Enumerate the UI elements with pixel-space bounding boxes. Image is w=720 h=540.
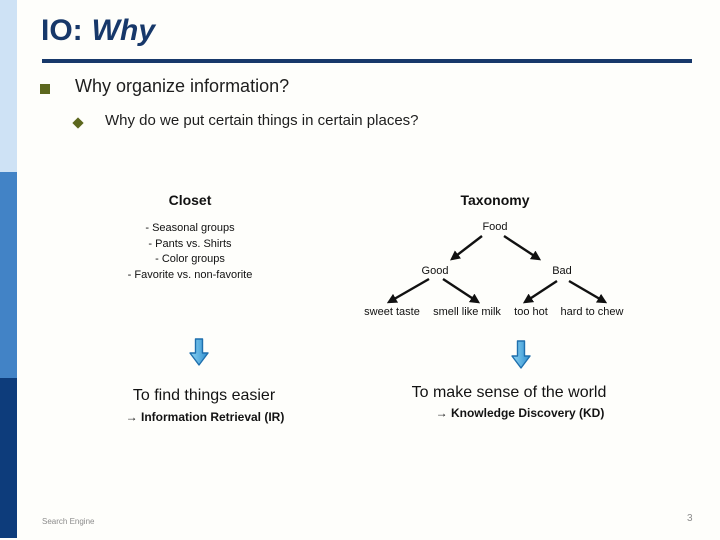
- sidebar-accent-light: [0, 0, 17, 172]
- tree-node-leaf: too hot: [514, 306, 548, 318]
- tree-node-branch: Good: [421, 265, 449, 277]
- tree-node-leaf: sweet taste: [364, 306, 420, 318]
- slide-title-emphasis: Why: [91, 14, 155, 47]
- sub-bullet-text: Why do we put certain things in certain …: [105, 112, 419, 129]
- tree-node-branch: Bad: [552, 265, 572, 277]
- sidebar-accent-dark: [0, 378, 17, 538]
- tree-edges-svg: [386, 234, 608, 304]
- closet-section: Closet - Seasonal groups - Pants vs. Shi…: [90, 192, 290, 283]
- tree-node-root: Food: [482, 221, 508, 233]
- closet-item-list: - Seasonal groups - Pants vs. Shirts - C…: [90, 221, 290, 283]
- sidebar-accent-mid: [0, 172, 17, 378]
- footer-label: Search Engine: [42, 517, 95, 526]
- closet-conclusion-note: → Information Retrieval (IR): [125, 410, 285, 424]
- closet-item: - Seasonal groups: [145, 222, 235, 234]
- square-bullet-icon: [40, 84, 50, 94]
- tree-node-leaf: hard to chew: [560, 306, 624, 318]
- down-arrow-icon: [511, 340, 531, 369]
- taxonomy-heading: Taxonomy: [460, 192, 530, 208]
- taxonomy-conclusion: To make sense of the world: [411, 384, 607, 401]
- page-number: 3: [687, 513, 693, 524]
- main-bullet-text: Why organize information?: [75, 76, 290, 96]
- taxonomy-conclusion-note: → Knowledge Discovery (KD): [435, 406, 605, 420]
- slide-title: IO:Why: [41, 14, 155, 48]
- tree-node-leaf: smell like milk: [433, 306, 501, 318]
- down-arrow-icon: [189, 338, 209, 366]
- title-divider: [42, 59, 692, 63]
- closet-item: - Pants vs. Shirts: [148, 237, 232, 250]
- closet-heading: Closet: [168, 192, 212, 208]
- closet-item: - Favorite vs. non-favorite: [127, 268, 253, 281]
- closet-item: - Color groups: [155, 253, 225, 265]
- closet-conclusion: To find things easier: [132, 387, 276, 404]
- diamond-bullet-icon: [72, 117, 84, 129]
- slide-title-prefix: IO:: [41, 14, 83, 47]
